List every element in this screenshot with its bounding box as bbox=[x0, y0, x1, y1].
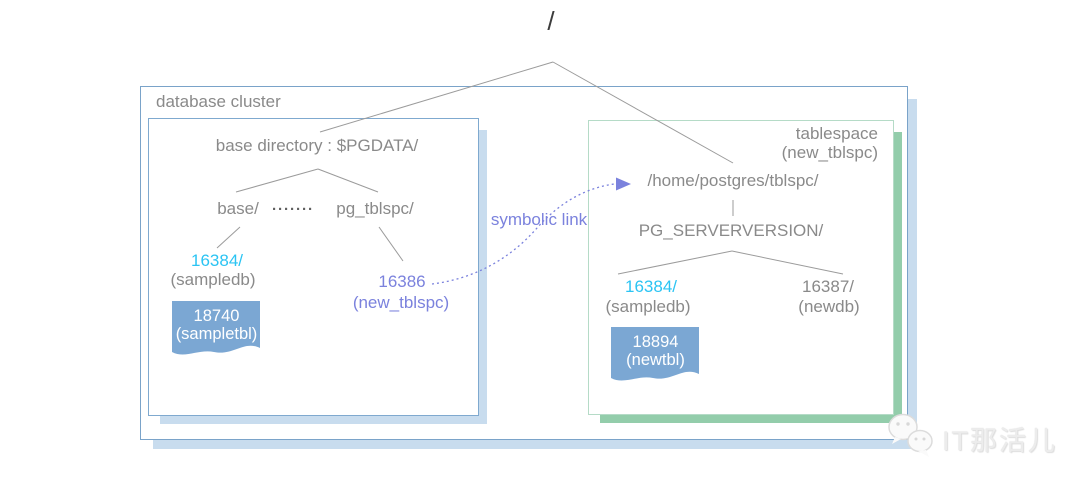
sampletbl-name: (sampletbl) bbox=[175, 325, 258, 343]
pg-tblspc-label: pg_tblspc/ bbox=[336, 199, 414, 218]
sampletbl-flag-text: 18740 (sampletbl) bbox=[172, 307, 261, 343]
tablespace-title-block: tablespace (new_tblspc) bbox=[700, 124, 878, 162]
base-directory-box bbox=[148, 118, 479, 416]
root-directory-label: / bbox=[547, 6, 555, 36]
right-sampledb-oid: 16384/ bbox=[625, 277, 677, 296]
left-sampledb-oid: 16384/ bbox=[191, 251, 243, 270]
document-shape-icon bbox=[611, 327, 699, 381]
tblspc-link-oid: 16386 bbox=[378, 272, 426, 291]
tblspc-link-name: (new_tblspc) bbox=[352, 293, 450, 312]
newtbl-oid: 18894 bbox=[632, 333, 679, 351]
sampletbl-file-shape: 18740 (sampletbl) bbox=[172, 301, 261, 363]
tablespace-path: /home/postgres/tblspc/ bbox=[647, 171, 819, 190]
sampletbl-oid: 18740 bbox=[193, 307, 240, 325]
newtbl-file-shape: 18894 (newtbl) bbox=[611, 327, 700, 389]
newdb-oid: 16387/ bbox=[802, 277, 854, 296]
tablespace-subtitle: (new_tblspc) bbox=[781, 143, 878, 162]
newtbl-flag-text: 18894 (newtbl) bbox=[611, 333, 700, 369]
wechat-icon bbox=[888, 413, 933, 457]
symbolic-link-label: symbolic link bbox=[490, 210, 588, 229]
document-shape-icon bbox=[172, 301, 260, 355]
base-directory-title: base directory : $PGDATA/ bbox=[215, 136, 419, 155]
watermark-text: IT那活儿 bbox=[942, 425, 1057, 456]
newtbl-name: (newtbl) bbox=[626, 351, 685, 369]
version-dir-label: PG_SERVERVERSION/ bbox=[638, 221, 824, 240]
right-sampledb-name: (sampledb) bbox=[605, 297, 691, 316]
base-dir-label: base/ bbox=[217, 199, 259, 218]
newdb-name: (newdb) bbox=[798, 297, 860, 316]
watermark: IT那活儿 bbox=[886, 408, 1076, 468]
database-cluster-label: database cluster bbox=[156, 92, 281, 111]
ellipsis-dots: ······· bbox=[272, 201, 314, 218]
tablespace-title: tablespace bbox=[795, 124, 878, 143]
left-sampledb-name: (sampledb) bbox=[170, 270, 256, 289]
